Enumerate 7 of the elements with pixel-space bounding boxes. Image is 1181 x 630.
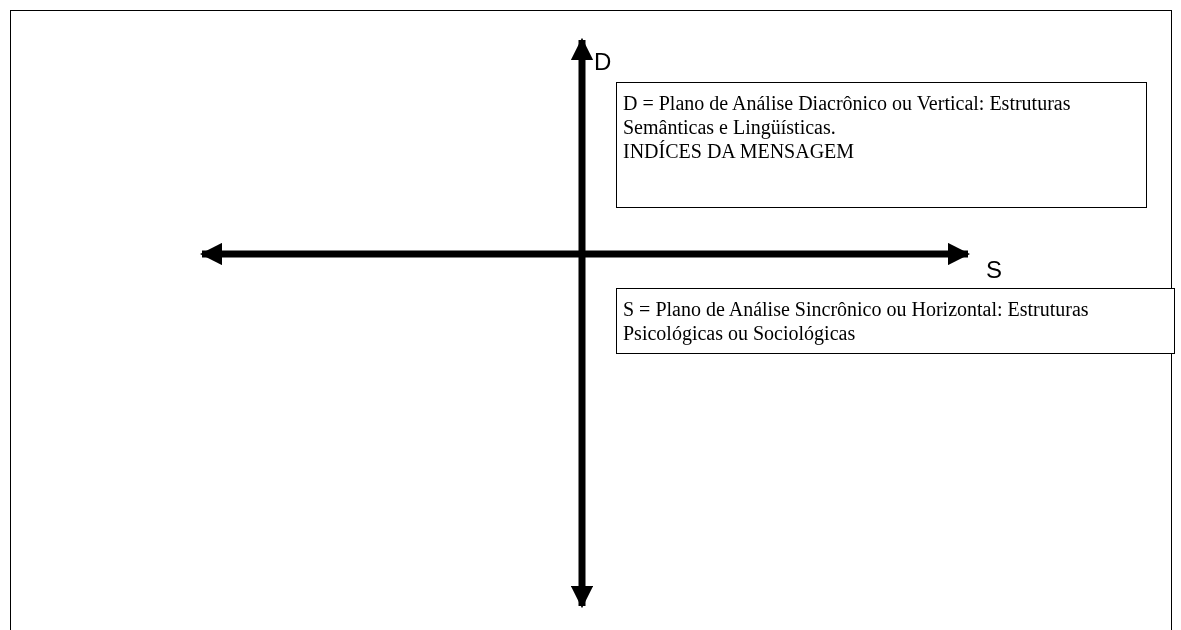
text-box (616, 288, 1175, 354)
box-text: D = Plano de Análise Diacrônico ou Vertical: Estruturas Semânticas e Lingüísticas. (623, 91, 1072, 139)
box-text: INDÍCES DA MENSAGEM (623, 139, 856, 163)
axis-label: S (986, 258, 1002, 282)
box-text: S = Plano de Análise Sincrônico ou Horizontal: Estruturas Psicológicas ou Sociológicas (623, 297, 1090, 345)
text-box (616, 82, 1147, 208)
axis-label: D (594, 50, 612, 74)
